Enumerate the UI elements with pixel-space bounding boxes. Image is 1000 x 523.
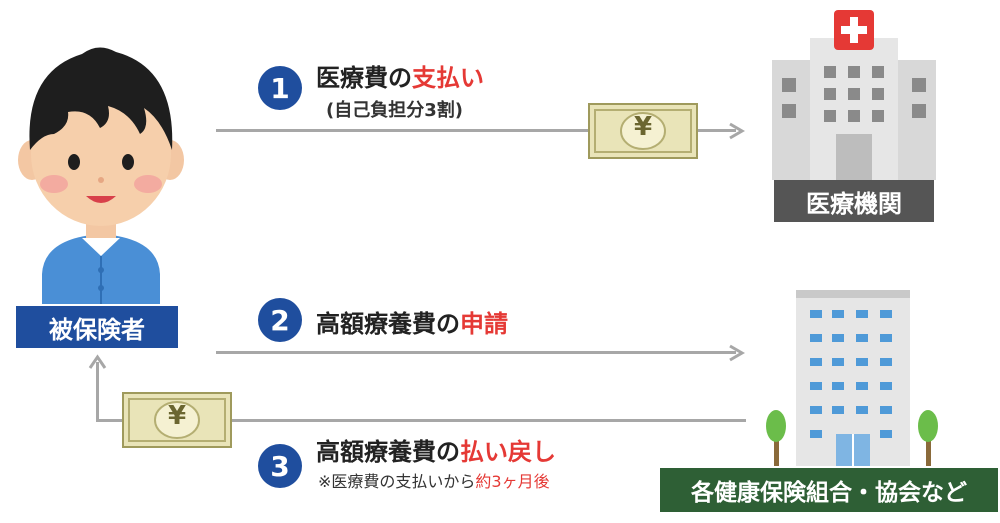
arrowhead-icon — [728, 344, 746, 362]
arrowhead-icon — [728, 122, 746, 140]
step-1-subtitle: (自己負担分3割) — [326, 100, 463, 121]
yen-banknote-icon — [122, 392, 232, 448]
refund-arrow-vertical — [96, 362, 99, 422]
yen-symbol: ¥ — [167, 401, 187, 431]
step-1-title-highlight: 支払い — [412, 64, 484, 92]
medical-institution-label: 医療機関 — [774, 180, 934, 222]
step-3-note-highlight: 約3ヶ月後 — [475, 472, 550, 491]
person-icon — [12, 42, 190, 304]
step-1-number: 1 — [258, 66, 302, 110]
arrowhead-up-icon — [88, 354, 107, 372]
insured-label: 被保険者 — [16, 306, 178, 348]
refund-arrow-horizontal — [96, 419, 746, 422]
yen-symbol: ¥ — [633, 112, 653, 142]
step-2-number: 2 — [258, 298, 302, 342]
step-3-note: ※医療費の支払いから約3ヶ月後 — [318, 468, 550, 492]
payment-arrow-line — [216, 129, 736, 132]
step-2-title-highlight: 申請 — [460, 310, 508, 338]
step-3-title-main: 高額療養費の — [316, 438, 460, 466]
step-2-title-main: 高額療養費の — [316, 310, 460, 338]
step-3-title-highlight: 払い戻し — [460, 438, 556, 466]
step-3-number: 3 — [258, 444, 302, 488]
step-1-title-main: 医療費の — [316, 64, 412, 92]
step-3-title: 高額療養費の払い戻し — [316, 432, 556, 467]
office-building-icon — [760, 290, 946, 466]
step-1-title: 医療費の支払い — [316, 58, 484, 93]
step-2-title: 高額療養費の申請 — [316, 304, 508, 339]
insurer-label: 各健康保険組合・協会など — [660, 468, 998, 512]
application-arrow-line — [216, 351, 736, 354]
hospital-icon — [772, 8, 936, 180]
step-3-note-main: ※医療費の支払いから — [318, 472, 476, 491]
yen-banknote-icon — [588, 103, 698, 159]
